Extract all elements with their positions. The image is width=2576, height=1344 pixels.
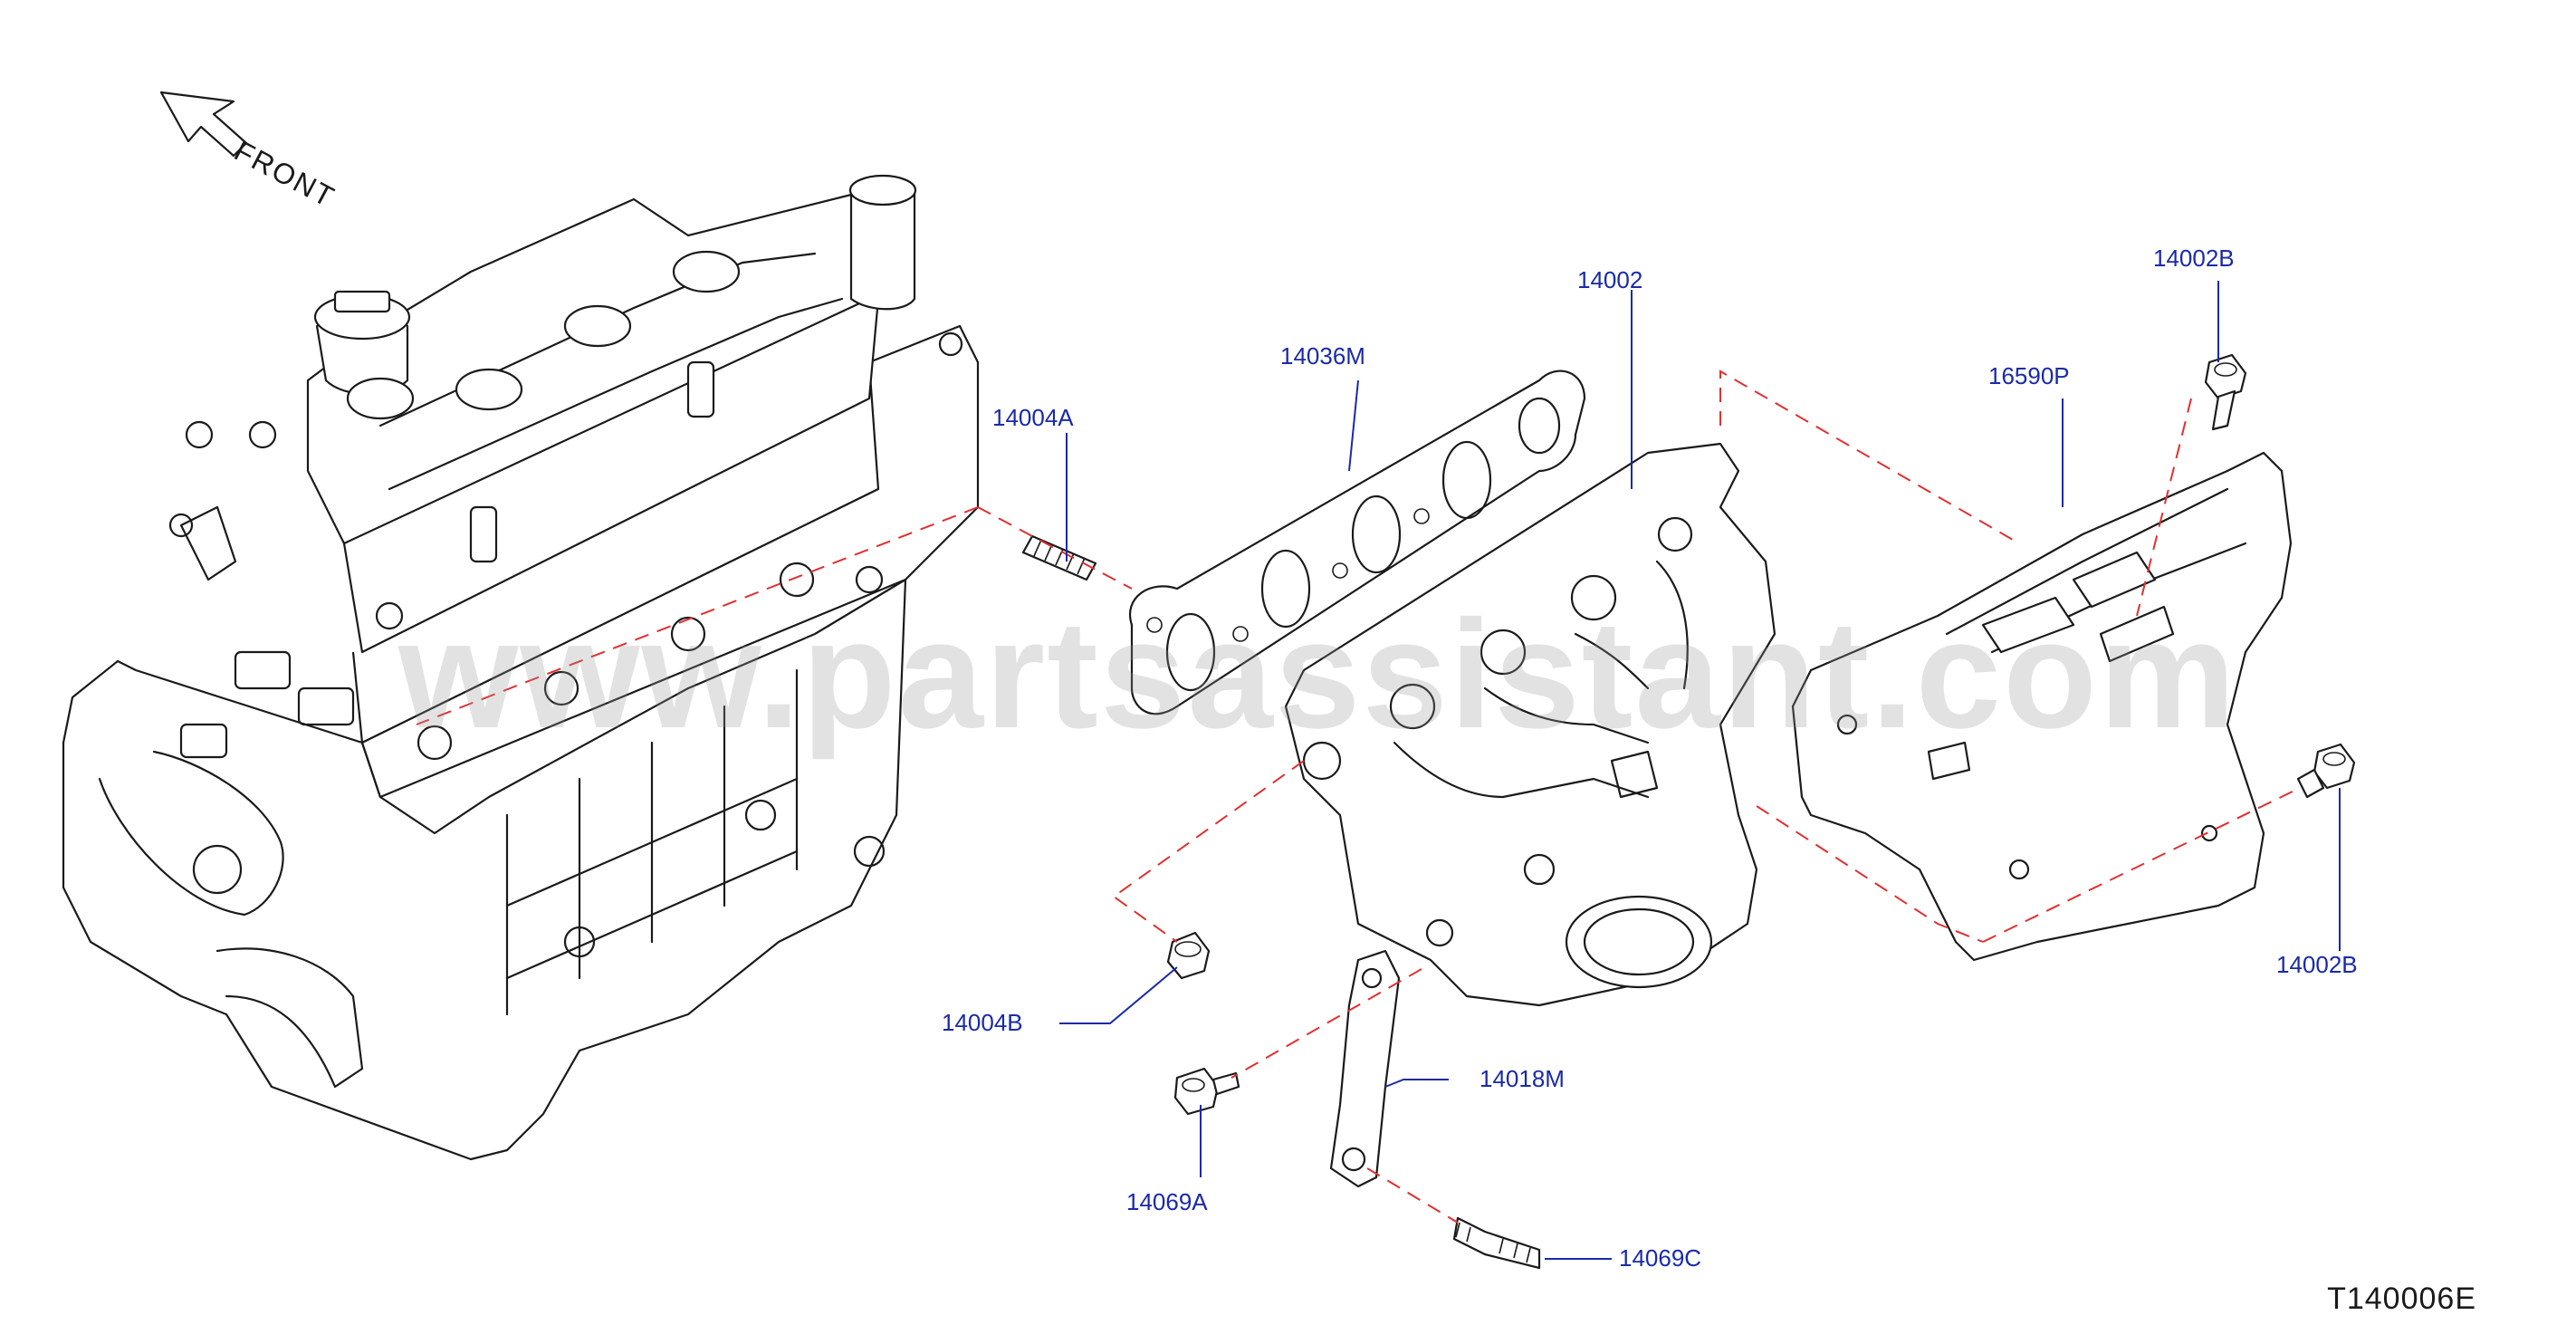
bolt-14002B-right — [2296, 743, 2356, 799]
dashed-alignment-lines — [416, 370, 2301, 1224]
callout-16590p[interactable]: 16590P — [1988, 362, 2070, 389]
callout-14002b-top[interactable]: 14002B — [2153, 245, 2235, 272]
callout-14018m[interactable]: 14018M — [1480, 1065, 1565, 1092]
nut-14004B — [1166, 931, 1211, 980]
callout-14004b[interactable]: 14004B — [942, 1009, 1023, 1036]
callout-14002[interactable]: 14002 — [1577, 266, 1643, 293]
callout-14069a[interactable]: 14069A — [1126, 1188, 1208, 1215]
watermark: www.partsassistant.com — [398, 589, 2238, 761]
exhaust-manifold-14002 — [1284, 442, 1776, 1007]
bolt-14069A — [1173, 1067, 1240, 1116]
bolt-14002B-top — [2204, 353, 2247, 431]
stud-14004A — [1021, 534, 1097, 581]
callout-14002b-right[interactable]: 14002B — [2276, 951, 2358, 978]
front-arrow-icon — [159, 91, 248, 158]
engine-block-illustration — [62, 174, 980, 1161]
bracket-14018M — [1329, 949, 1401, 1188]
stud-14069C — [1452, 1216, 1541, 1270]
heat-shield-16590P — [1791, 451, 2293, 962]
callout-14036m[interactable]: 14036M — [1280, 342, 1365, 370]
callout-14004a[interactable]: 14004A — [992, 404, 1074, 431]
callout-14069c[interactable]: 14069C — [1619, 1244, 1702, 1272]
gasket-14036M — [1129, 370, 1586, 715]
diagram-code: T140006E — [2327, 1282, 2476, 1316]
callout-leader-lines — [1059, 281, 2341, 1260]
